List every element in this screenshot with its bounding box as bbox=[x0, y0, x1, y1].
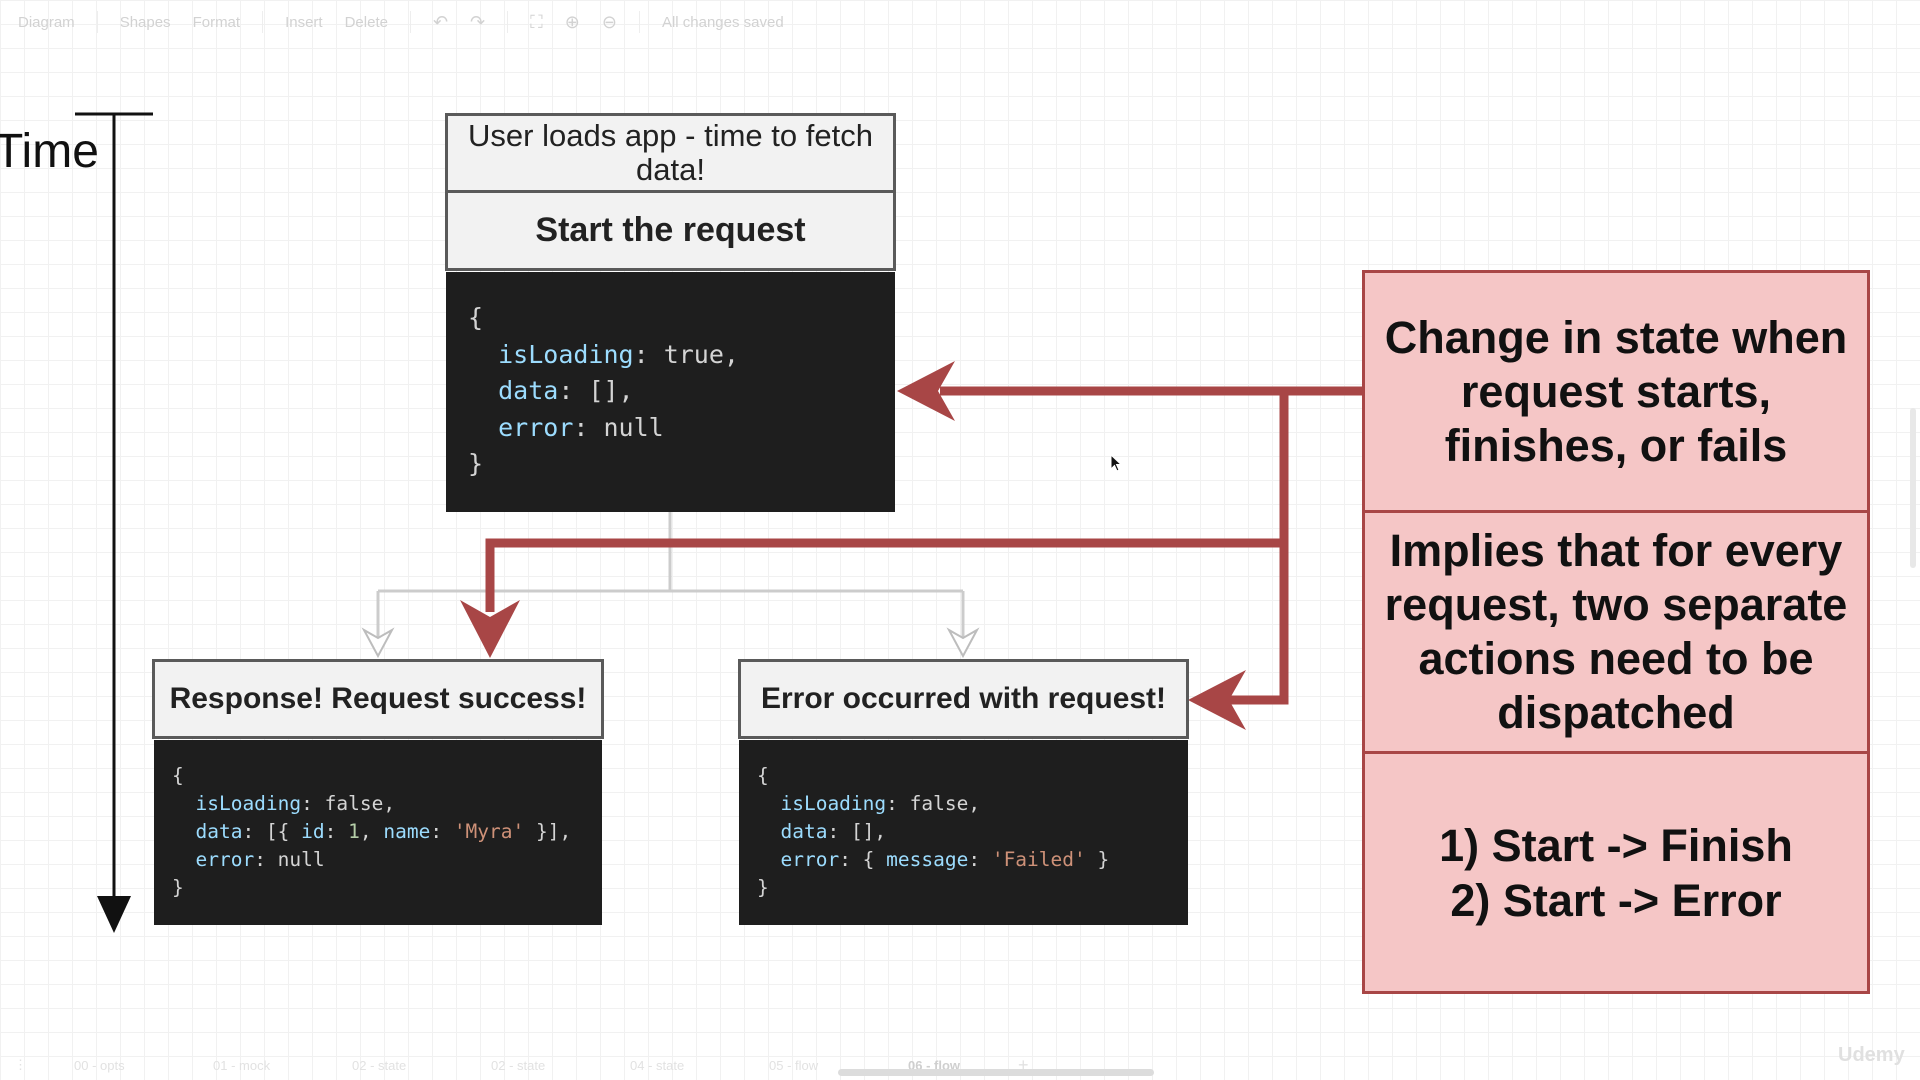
note-text: Change in state when request starts, fin… bbox=[1384, 311, 1848, 471]
code-key: name bbox=[383, 820, 431, 843]
error-box-title[interactable]: Error occurred with request! bbox=[738, 659, 1189, 739]
note-two-actions[interactable]: Implies that for every request, two sepa… bbox=[1362, 510, 1870, 754]
shapes-menu[interactable]: Shapes bbox=[119, 13, 171, 31]
page-tab[interactable]: 01 - mock bbox=[213, 1057, 271, 1073]
code-key: error bbox=[195, 848, 255, 871]
delete-menu[interactable]: Delete bbox=[344, 13, 388, 31]
code-text: { bbox=[468, 303, 484, 332]
diagram-menu[interactable]: Diagram bbox=[18, 13, 75, 31]
success-state-code[interactable]: { isLoading: false, data: [{ id: 1, name… bbox=[154, 740, 602, 925]
note-text: Implies that for every request, two sepa… bbox=[1384, 525, 1848, 738]
code-text: { bbox=[172, 764, 184, 787]
code-text: } bbox=[468, 449, 484, 478]
vertical-scrollbar[interactable] bbox=[1910, 408, 1916, 568]
zoom-in-icon[interactable]: ⊕ bbox=[564, 11, 580, 32]
code-key: data bbox=[195, 820, 243, 843]
mouse-cursor-icon bbox=[1110, 454, 1123, 472]
code-value: false bbox=[324, 792, 384, 815]
top-toolbar: Diagram Shapes Format Insert Delete ↶ ↷ … bbox=[0, 0, 1920, 44]
toolbar-divider bbox=[638, 11, 640, 33]
success-box-title[interactable]: Response! Request success! bbox=[152, 659, 604, 739]
toolbar-divider bbox=[409, 11, 411, 33]
code-key: error bbox=[498, 412, 574, 442]
toolbar-divider bbox=[262, 11, 264, 33]
timeline-arrowhead bbox=[97, 896, 131, 933]
code-value: 'Failed' bbox=[991, 848, 1086, 871]
page-tab[interactable]: 04 - state bbox=[630, 1057, 685, 1073]
horizontal-scrollbar[interactable] bbox=[838, 1069, 1154, 1076]
fullscreen-icon[interactable]: ⛶ bbox=[530, 11, 543, 32]
page-tab-active[interactable]: 06 - flow bbox=[908, 1057, 961, 1073]
note-state-change[interactable]: Change in state when request starts, fin… bbox=[1362, 270, 1870, 513]
code-key: message bbox=[886, 848, 969, 871]
start-box-title[interactable]: User loads app - time to fetch data! bbox=[445, 113, 896, 193]
page-tab[interactable]: 02 - state bbox=[352, 1057, 407, 1073]
start-state-code[interactable]: { isLoading: true, data: [], error: null… bbox=[446, 272, 895, 512]
code-key: data bbox=[498, 376, 559, 405]
page-menu-icon[interactable]: ⋮ bbox=[14, 1057, 27, 1072]
zoom-out-icon[interactable]: ⊖ bbox=[601, 11, 617, 32]
code-key: id bbox=[301, 820, 325, 843]
flow-arrowhead-error bbox=[946, 627, 980, 659]
page-tab[interactable]: 05 - flow bbox=[769, 1057, 819, 1073]
error-state-code[interactable]: { isLoading: false, data: [], error: { m… bbox=[739, 740, 1188, 925]
code-key: isLoading bbox=[498, 339, 634, 369]
page-tab[interactable]: 00 - opts bbox=[74, 1057, 125, 1073]
insert-menu[interactable]: Insert bbox=[285, 13, 323, 31]
state-change-arrows bbox=[485, 386, 1362, 705]
code-text: } bbox=[757, 876, 769, 899]
code-value: [] bbox=[850, 820, 875, 843]
state-arrow-down bbox=[1228, 391, 1289, 705]
code-key: data bbox=[780, 820, 828, 843]
add-page-icon[interactable]: + bbox=[1018, 1054, 1029, 1075]
note-action-sequences[interactable]: 1) Start -> Finish 2) Start -> Error bbox=[1362, 751, 1870, 994]
code-value: null bbox=[603, 412, 664, 442]
state-arrowhead-error bbox=[1188, 670, 1246, 730]
code-value: false bbox=[909, 792, 969, 815]
undo-icon[interactable]: ↶ bbox=[432, 11, 449, 32]
page-tabs: ⋮ 00 - opts 01 - mock 02 - state 02 - st… bbox=[0, 1050, 1920, 1080]
flow-arrowhead-success bbox=[361, 627, 395, 659]
udemy-watermark: Udemy bbox=[1838, 1044, 1905, 1066]
redo-icon[interactable]: ↷ bbox=[470, 11, 486, 32]
format-menu[interactable]: Format bbox=[192, 13, 241, 31]
state-arrowhead-success bbox=[460, 600, 520, 658]
code-value: [] bbox=[588, 376, 619, 405]
start-box-subtitle[interactable]: Start the request bbox=[445, 190, 896, 271]
code-value: null bbox=[277, 848, 325, 871]
save-status: All changes saved bbox=[661, 13, 784, 31]
code-key: isLoading bbox=[780, 792, 887, 815]
code-key: isLoading bbox=[195, 792, 302, 815]
state-arrow-left bbox=[485, 538, 1284, 612]
code-value: 'Myra' bbox=[453, 820, 525, 843]
code-value: true bbox=[663, 339, 724, 369]
state-arrowhead-start bbox=[897, 361, 955, 421]
page-tab[interactable]: 02 - state bbox=[491, 1057, 546, 1073]
toolbar-divider bbox=[507, 11, 509, 33]
code-text: } bbox=[172, 876, 184, 899]
note-text: 1) Start -> Finish 2) Start -> Error bbox=[1439, 819, 1793, 926]
code-key: error bbox=[780, 848, 840, 871]
time-label: Time bbox=[0, 125, 99, 178]
code-text: { bbox=[757, 764, 769, 787]
code-value: 1 bbox=[348, 820, 360, 843]
toolbar-divider bbox=[96, 11, 98, 33]
